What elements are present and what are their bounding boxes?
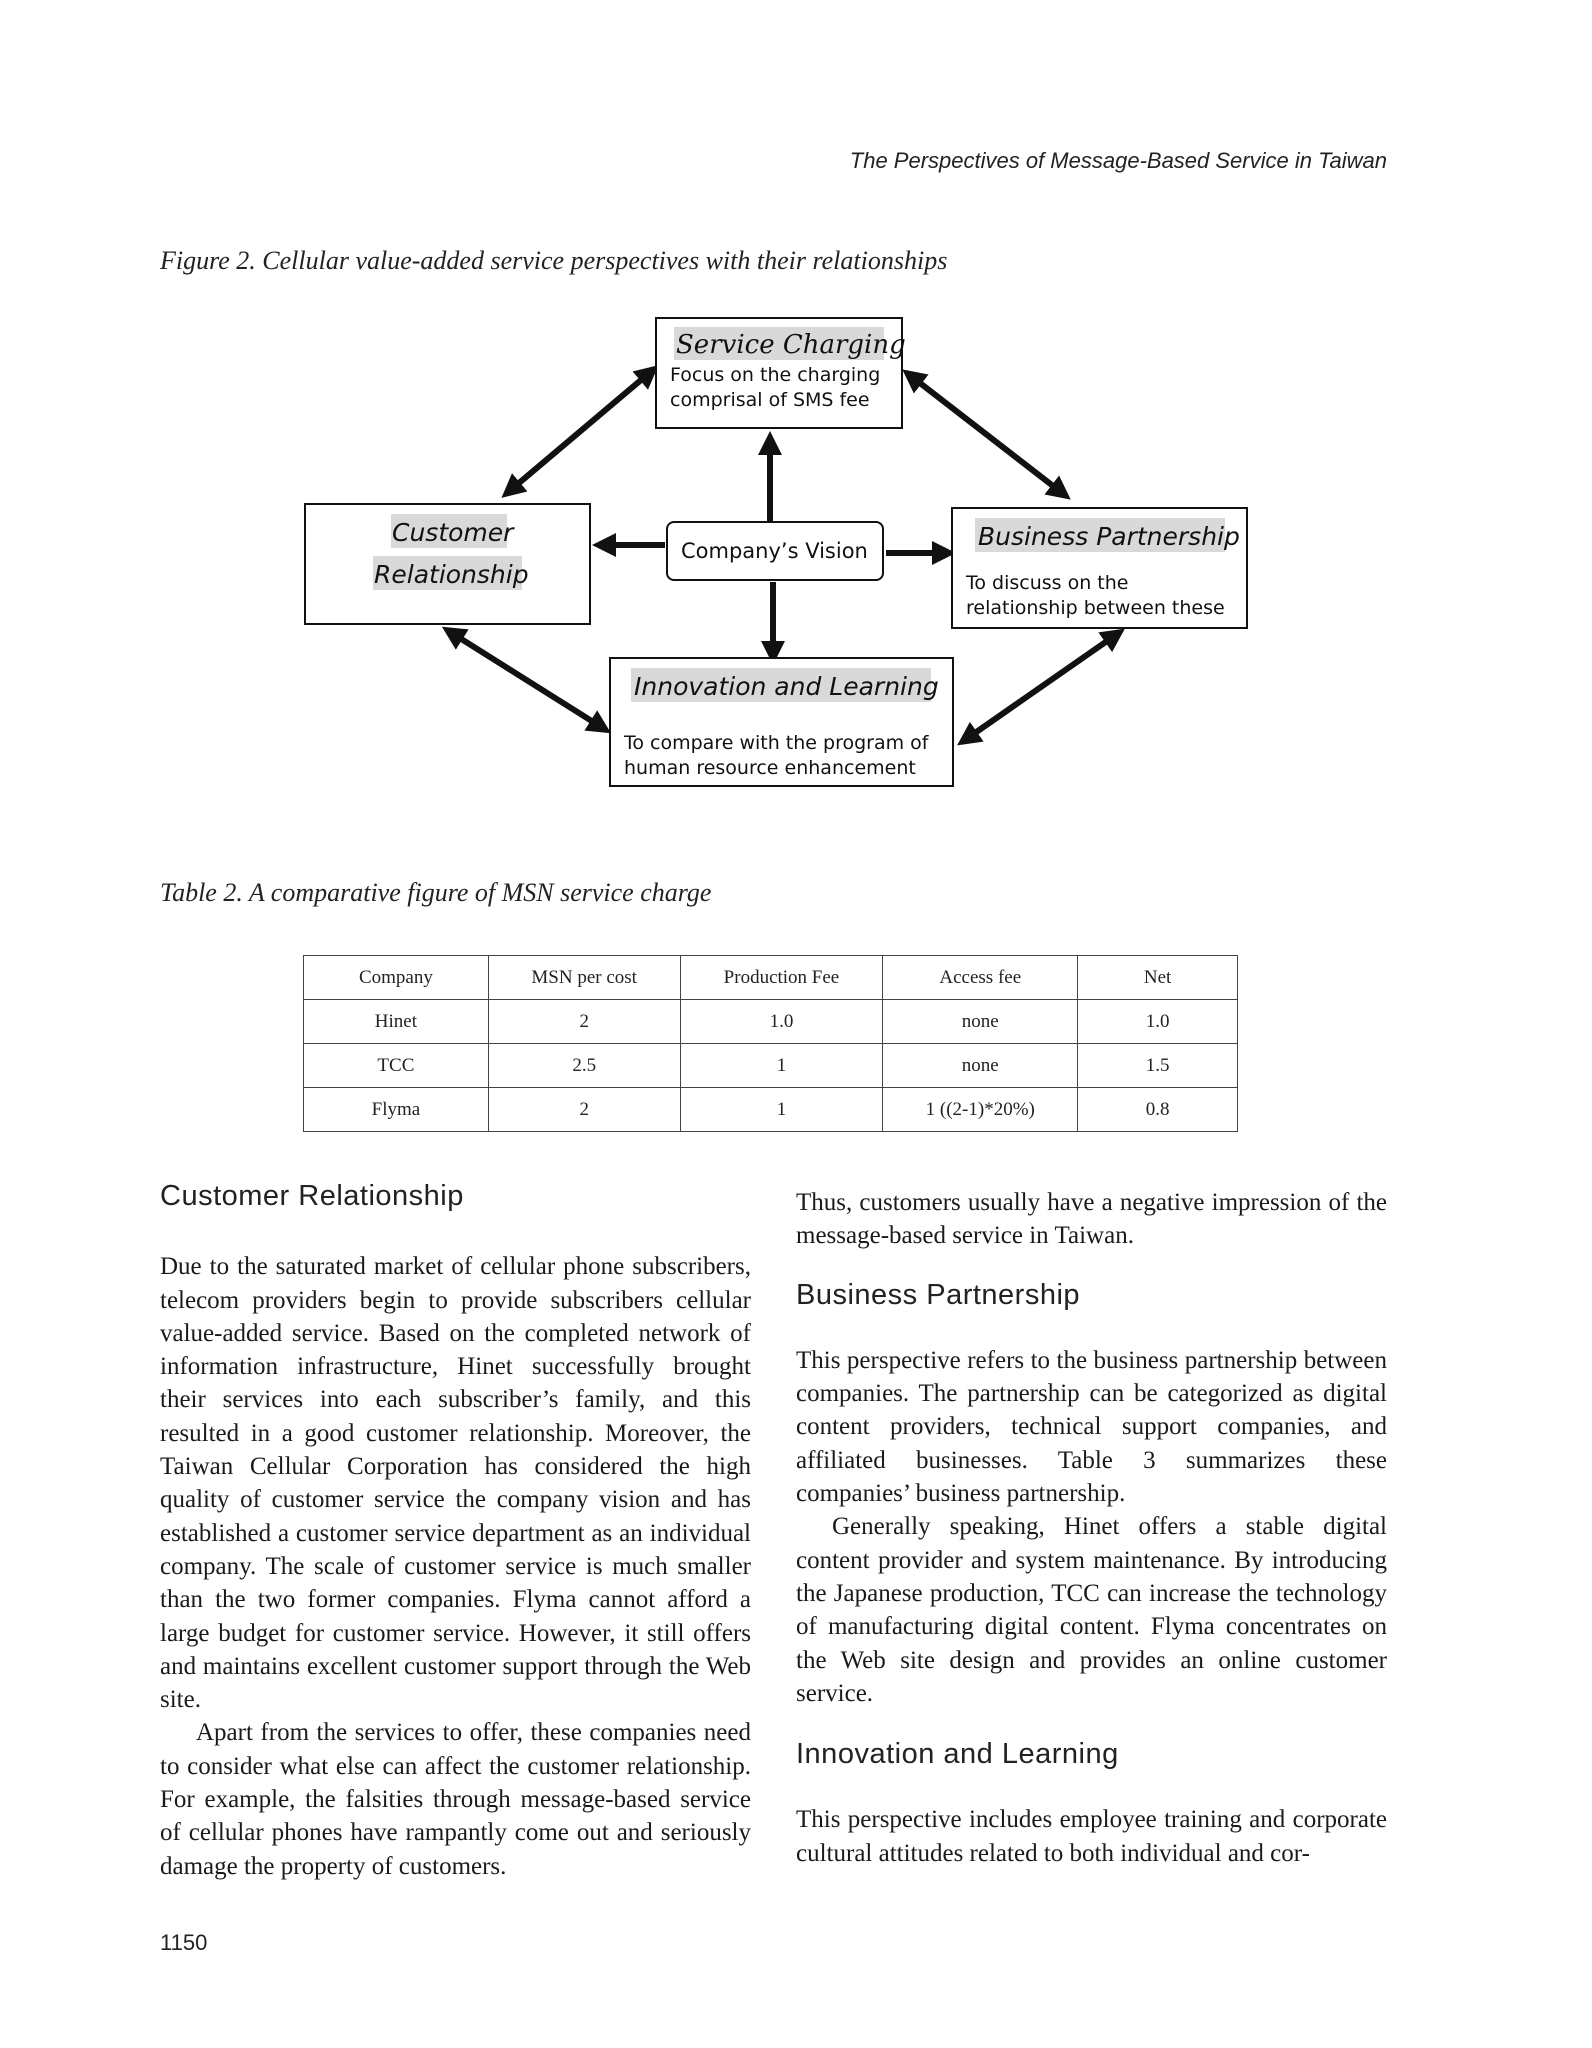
business-partnership-title: Business Partnership	[978, 522, 1240, 551]
table-cell: 2	[487, 1087, 681, 1132]
business-partnership-line-2: relationship between these	[966, 597, 1225, 619]
section-heading-innovation-learning: Innovation and Learning	[796, 1738, 1119, 1771]
service-charging-title: Service Charging	[676, 330, 906, 360]
table-row: TCC 2.5 1 none 1.5	[303, 1043, 1238, 1088]
table-row: Hinet 2 1.0 none 1.0	[303, 999, 1238, 1044]
table-cell: 0.8	[1077, 1087, 1238, 1132]
arrow-charging-partnership	[902, 369, 1071, 500]
table-cell: 1	[679, 1087, 884, 1132]
table-cell: Hinet	[303, 999, 489, 1044]
paragraph: This perspective includes employee train…	[796, 1806, 1387, 1867]
paragraph: Generally speaking, Hinet offers a stabl…	[796, 1513, 1387, 1707]
table-cell: 1.5	[1077, 1043, 1238, 1088]
figure-caption: Figure 2. Cellular value-added service p…	[160, 246, 948, 275]
paragraph: Due to the saturated market of cellular …	[160, 1253, 751, 1714]
table-cell: none	[882, 1043, 1079, 1088]
business-partnership-box: Business Partnership To discuss on the r…	[951, 507, 1248, 629]
table-row: Flyma 2 1 1 ((2-1)*20%) 0.8	[303, 1087, 1238, 1132]
table-cell: 2.5	[487, 1043, 681, 1088]
innovation-learning-line-1: To compare with the program of	[623, 732, 930, 754]
table-cell: TCC	[303, 1043, 489, 1088]
table-header-cell: Production Fee	[679, 955, 884, 1000]
table-header-cell: MSN per cost	[487, 955, 681, 1000]
arrow-partnership-innovation	[957, 628, 1125, 746]
table-caption: Table 2. A comparative figure of MSN ser…	[160, 878, 712, 907]
customer-relationship-title-1: Customer	[392, 518, 515, 547]
right-column: Thus, customers usually have a negative …	[796, 1186, 1387, 1870]
innovation-learning-title: Innovation and Learning	[634, 672, 939, 701]
table-header-cell: Company	[303, 955, 489, 1000]
arrow-customer-innovation	[441, 626, 612, 734]
table-cell: 1.0	[679, 999, 884, 1044]
service-charging-line-1: Focus on the charging	[670, 364, 880, 386]
section-heading-customer-relationship: Customer Relationship	[160, 1180, 464, 1212]
service-charging-line-2: comprisal of SMS fee	[670, 389, 870, 411]
service-charging-box: Service Charging Focus on the charging c…	[655, 317, 906, 429]
table-header-cell: Access fee	[882, 955, 1079, 1000]
msn-charge-table: Company MSN per cost Production Fee Acce…	[303, 955, 1238, 1132]
paragraph: This perspective refers to the business …	[796, 1346, 1387, 1508]
arrow-charging-customer	[501, 365, 659, 498]
table-cell: 1	[679, 1043, 884, 1088]
table-header-cell: Net	[1077, 955, 1238, 1000]
section-heading-business-partnership: Business Partnership	[796, 1278, 1081, 1311]
customer-relationship-box: Customer Relationship	[304, 503, 591, 625]
diagram-arrows	[441, 365, 1125, 746]
table-header-row: Company MSN per cost Production Fee Acce…	[303, 955, 1238, 1000]
business-partnership-line-1: To discuss on the	[965, 572, 1129, 594]
page-number: 1150	[160, 1930, 208, 1955]
table-cell: none	[882, 999, 1079, 1044]
table-cell: 1.0	[1077, 999, 1238, 1044]
company-vision-label: Company’s Vision	[681, 539, 868, 563]
paragraph: Thus, customers usually have a negative …	[796, 1189, 1387, 1250]
company-vision-box: Company’s Vision	[666, 521, 884, 581]
innovation-learning-line-2: human resource enhancement	[624, 757, 916, 779]
running-head: The Perspectives of Message-Based Servic…	[849, 148, 1387, 173]
paragraph: Apart from the services to offer, these …	[160, 1719, 751, 1880]
table-cell: Flyma	[303, 1087, 489, 1132]
left-column: Customer Relationship Due to the saturat…	[160, 1180, 751, 1883]
perspectives-diagram: Service Charging Focus on the charging c…	[304, 317, 1248, 787]
customer-relationship-title-2: Relationship	[374, 560, 529, 589]
table-cell: 2	[487, 999, 681, 1044]
innovation-learning-box: Innovation and Learning To compare with …	[609, 657, 954, 787]
table-cell: 1 ((2-1)*20%)	[882, 1087, 1079, 1132]
